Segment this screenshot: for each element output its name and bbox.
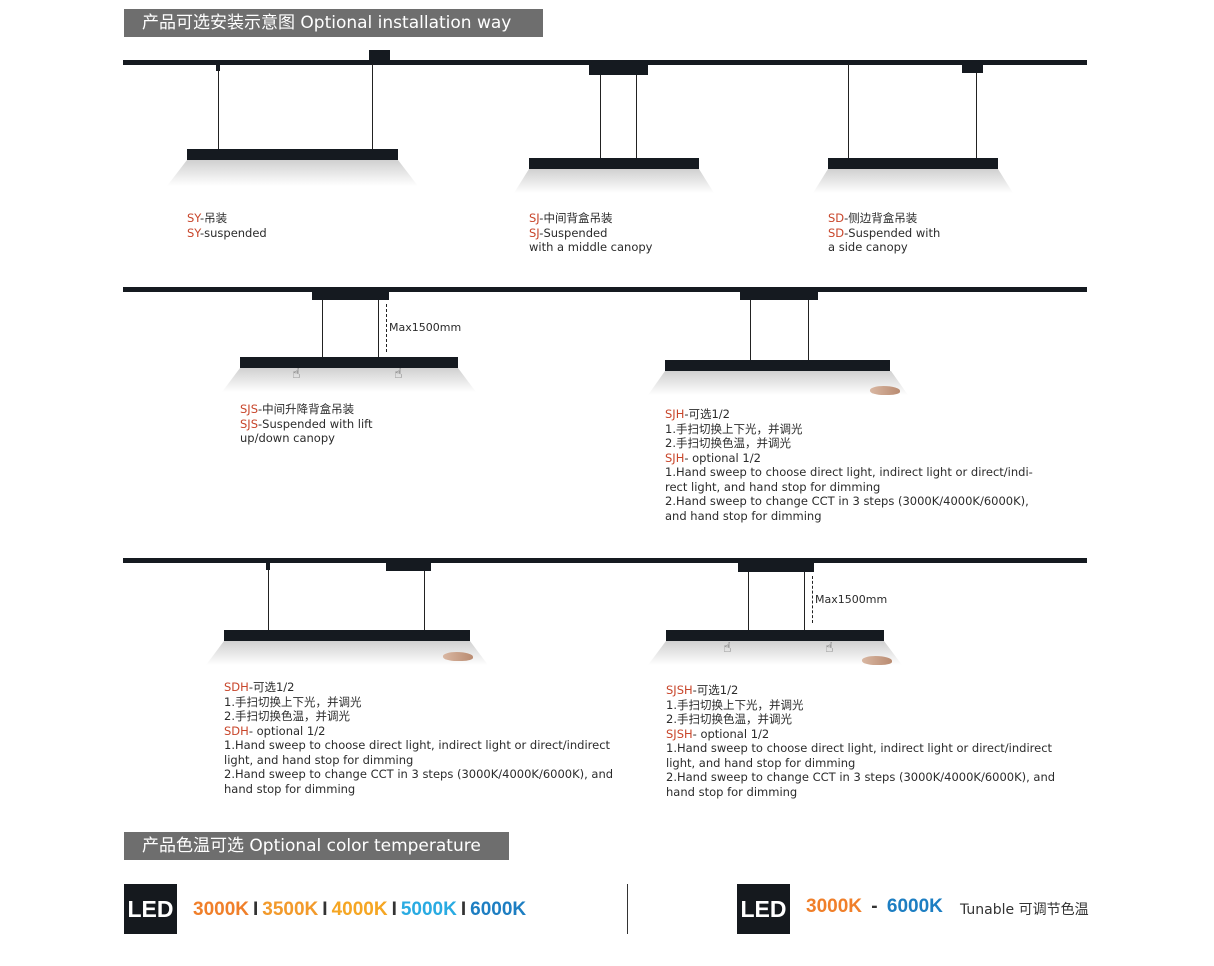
canopy [369,50,390,62]
led-badge: LED [737,884,790,934]
vertical-divider [627,884,628,934]
suspension-wire [600,75,601,158]
canopy [740,291,818,300]
linear-luminaire [240,357,458,368]
suspension-wire [808,300,809,360]
caption-sy: SY-吊装 SY-suspended [187,211,267,240]
linear-luminaire [665,360,890,371]
caption-sjh: SJH-可选1/2 1.手扫切换上下光，并调光 2.手扫切换色温，并调光 SJH… [665,407,1033,523]
suspension-wire [750,300,751,360]
caption-sd: SD-侧边背盒吊装 SD-Suspended with a side canop… [828,211,941,254]
wire-anchor [216,64,220,71]
tunable-range: 3000K - 6000K [806,896,943,917]
suspension-wire [636,75,637,158]
light-glow [648,641,902,665]
linear-luminaire [224,630,470,641]
suspension-wire [804,572,805,630]
wire-anchor [266,562,270,570]
light-glow [222,368,476,392]
light-glow [813,169,1013,193]
light-glow [167,160,418,186]
tunable-label: Tunable 可调节色温 [960,902,1089,918]
light-glow [514,169,714,193]
suspension-wire [378,300,379,357]
caption-sj: SJ-中间背盒吊装 SJ-Suspended with a middle can… [529,211,653,254]
temp-3000k: 3000K [193,899,249,920]
canopy [738,562,814,572]
caption-sjs: SJS-中间升降背盒吊装 SJS-Suspended with lift up/… [240,402,373,445]
tunable-to: 6000K [886,896,943,917]
canopy [962,64,983,73]
max-height-label: Max1500mm [815,593,888,606]
hand-icon: ☝ [825,640,834,656]
hand-icon: ☝ [723,640,732,656]
section-title-color-temperature: 产品色温可选 Optional color temperature [124,832,509,860]
height-dimension-line [812,576,813,623]
hand-icon: ☝ [292,366,301,382]
suspension-wire [268,570,269,630]
temp-3500k: 3500K [262,899,319,920]
ceiling-rail [123,60,1087,65]
canopy [386,562,431,571]
linear-luminaire [529,158,699,169]
canopy [589,64,648,75]
suspension-wire [848,64,849,158]
temp-5000k: 5000K [400,899,457,920]
caption-sdh: SDH-可选1/2 1.手扫切换上下光，并调光 2.手扫切换色温，并调光 SDH… [224,680,614,796]
ceiling-rail [123,287,1087,292]
linear-luminaire [666,630,884,641]
led-badge: LED [124,884,177,934]
caption-sjsh: SJSH-可选1/2 1.手扫切换上下光，并调光 2.手扫切换色温，并调光 SJ… [666,683,1056,799]
suspension-wire [424,571,425,630]
ceiling-rail [123,558,1087,563]
temp-6000k: 6000K [470,899,527,920]
section-title-installation: 产品可选安装示意图 Optional installation way [124,9,543,37]
suspension-wire [322,300,323,357]
temp-4000k: 4000K [331,899,388,920]
hand-sweep-icon [443,652,473,661]
suspension-wire [218,70,219,149]
suspension-wire [976,73,977,158]
suspension-wire [372,64,373,149]
hand-icon: ☝ [394,366,403,382]
max-height-label: Max1500mm [389,321,462,334]
hand-sweep-icon [862,656,892,665]
light-glow [648,371,908,395]
linear-luminaire [187,149,398,160]
linear-luminaire [828,158,998,169]
suspension-wire [748,572,749,630]
light-glow [206,641,488,665]
hand-sweep-icon [870,386,900,395]
canopy [312,291,389,300]
height-dimension-line [386,304,387,352]
tunable-from: 3000K [806,896,862,917]
